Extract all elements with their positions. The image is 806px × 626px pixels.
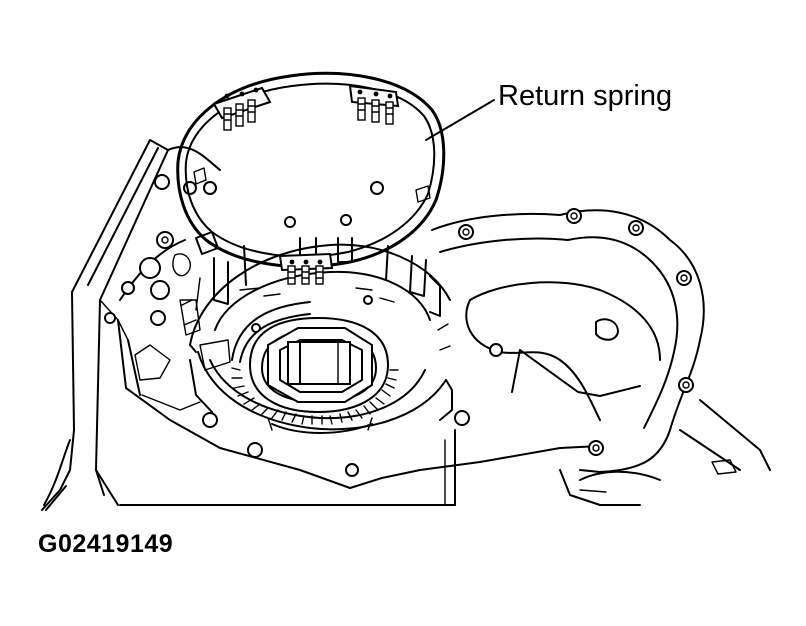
figure-id: G02419149: [38, 530, 174, 558]
coil-springs-left: [223, 87, 259, 131]
coil-springs-right: [357, 89, 394, 125]
return-spring: [176, 71, 446, 285]
transaxle-case: [41, 139, 601, 511]
return-spring-label: Return spring: [498, 80, 673, 112]
coil-springs-bottom: [287, 259, 324, 285]
clutch-drum-assembly: [181, 181, 453, 434]
callout-leader-line: [425, 99, 495, 141]
gear-teeth: [231, 367, 399, 425]
case-flange: [431, 208, 771, 506]
